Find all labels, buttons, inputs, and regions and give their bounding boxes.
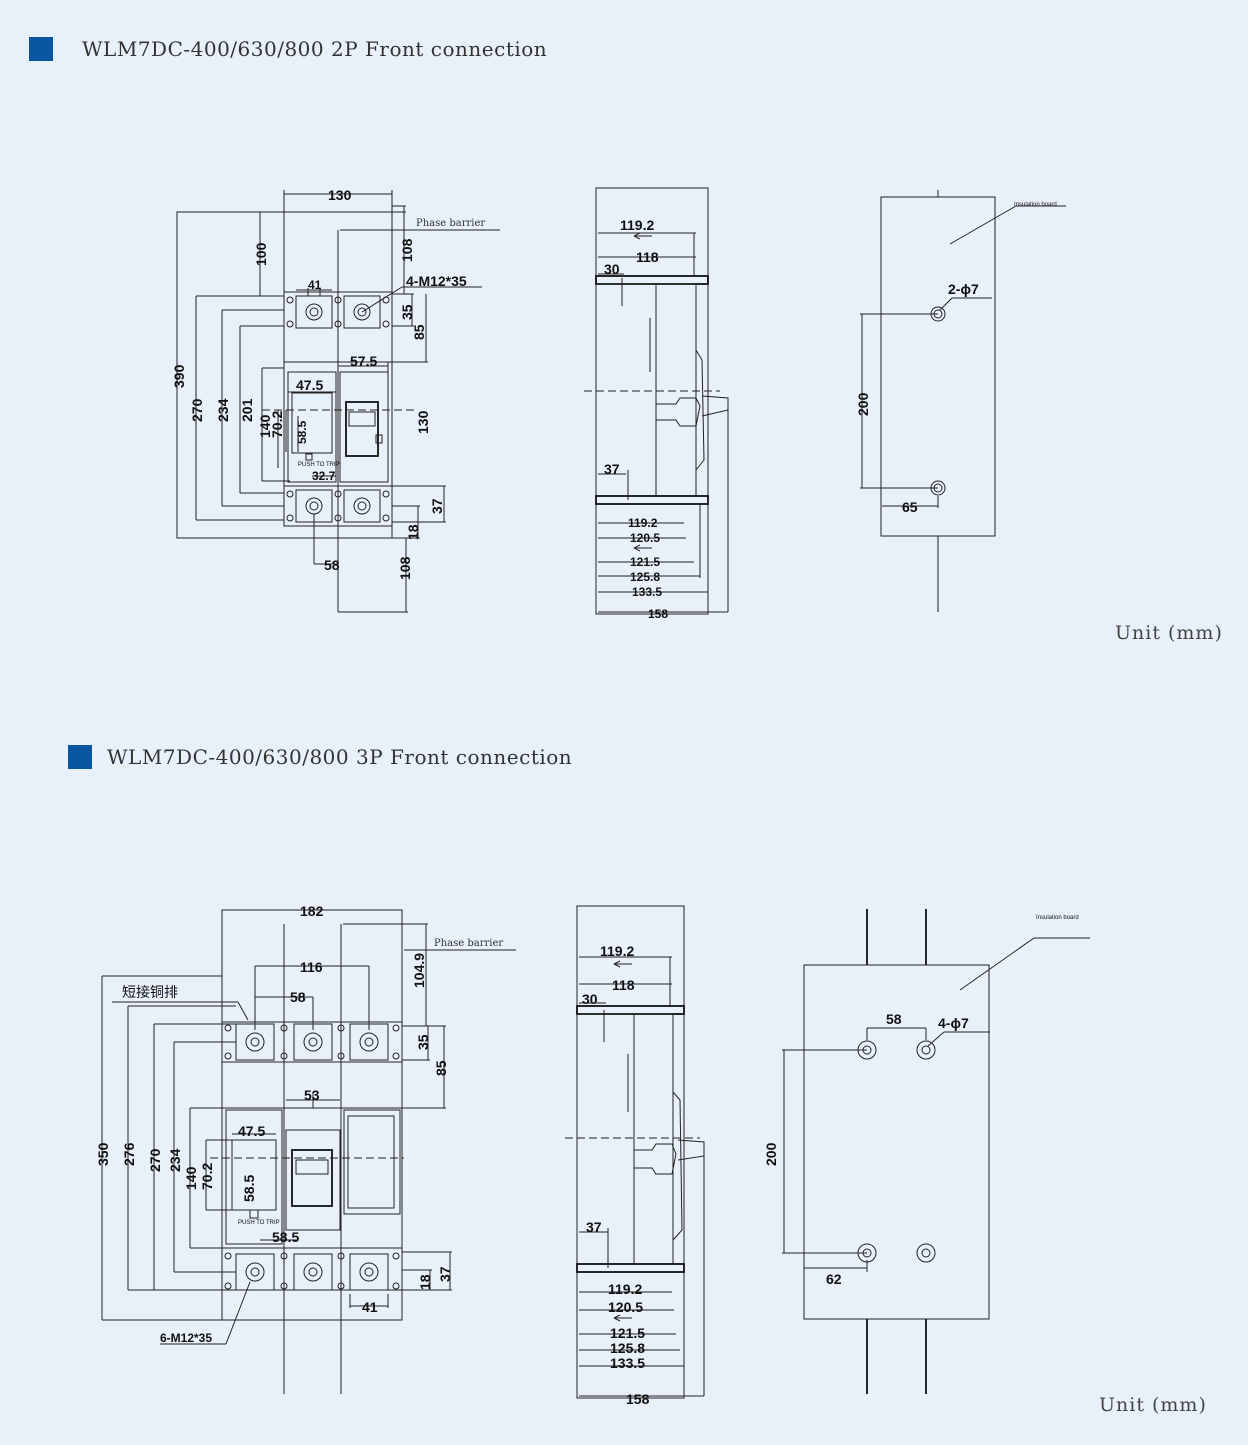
dim-2p-side-158: 158 xyxy=(648,607,668,621)
dim-2p-85: 85 xyxy=(411,324,427,340)
section-2p-title: WLM7DC-400/630/800 2P Front connection xyxy=(29,37,547,61)
unit-label-3p: Unit (mm) xyxy=(1099,1394,1207,1416)
hole-label-3p: 4-ϕ7 xyxy=(938,1015,969,1031)
dim-3p-board-200: 200 xyxy=(763,1142,779,1166)
board-view-2p: Insulation board 2-ϕ7 200 65 xyxy=(855,190,1066,612)
dim-3p-35: 35 xyxy=(415,1034,431,1050)
dim-2p-270: 270 xyxy=(189,398,205,422)
dim-2p-side-120-5: 120.5 xyxy=(630,531,660,545)
dim-2p-41: 41 xyxy=(308,278,322,292)
dim-2p-35: 35 xyxy=(399,304,415,320)
insulation-board-label-3p: Insulation board xyxy=(1036,915,1079,921)
dim-3p-board-58: 58 xyxy=(886,1011,902,1027)
dim-2p-140: 140 xyxy=(257,414,273,438)
dim-3p-37: 37 xyxy=(437,1266,453,1282)
dim-3p-side-125-8: 125.8 xyxy=(610,1340,645,1356)
section-marker-icon xyxy=(29,37,53,61)
dim-2p-side-37: 37 xyxy=(604,461,620,477)
dim-2p-side-125-8: 125.8 xyxy=(630,570,660,584)
dim-2p-side-119-2-top: 119.2 xyxy=(620,217,654,233)
dim-3p-58-5-horiz: 58.5 xyxy=(272,1229,299,1245)
insulation-board-label-2p: Insulation board xyxy=(1014,202,1057,208)
dim-2p-57-5: 57.5 xyxy=(350,353,377,369)
dim-3p-276: 276 xyxy=(121,1142,137,1166)
terminal-screw-label-3p: 6-M12*35 xyxy=(160,1331,212,1345)
dim-2p-58: 58 xyxy=(324,557,340,573)
dim-3p-18: 18 xyxy=(417,1274,433,1290)
dim-2p-side-121-5: 121.5 xyxy=(630,555,660,569)
dim-2p-201: 201 xyxy=(239,398,255,422)
dim-2p-108-top: 108 xyxy=(399,238,415,262)
dim-3p-182: 182 xyxy=(300,903,324,919)
dim-2p-130-side: 130 xyxy=(415,410,431,434)
busbar-label-3p: 短接铜排 xyxy=(122,984,178,1001)
dim-3p-350: 350 xyxy=(95,1142,111,1166)
dim-2p-side-118: 118 xyxy=(636,249,659,265)
dim-2p-side-133-5: 133.5 xyxy=(632,585,662,599)
dim-2p-side-30: 30 xyxy=(604,261,620,277)
dim-3p-side-118: 118 xyxy=(612,977,635,993)
dim-3p-side-120-5: 120.5 xyxy=(608,1299,643,1315)
dim-3p-58: 58 xyxy=(290,989,306,1005)
dim-3p-53: 53 xyxy=(304,1087,320,1103)
unit-label-2p: Unit (mm) xyxy=(1115,622,1223,644)
dim-3p-116: 116 xyxy=(300,959,323,975)
push-to-trip-3p: PUSH TO TRIP xyxy=(238,1220,280,1226)
dim-3p-47-5: 47.5 xyxy=(238,1123,265,1139)
section-2p-title-text: WLM7DC-400/630/800 2P Front connection xyxy=(82,37,548,61)
dim-3p-side-133-5: 133.5 xyxy=(610,1355,645,1371)
front-view-3p: 182 Phase barrier 116 58 短接铜排 104.9 35 8… xyxy=(95,903,516,1394)
side-view-2p: 119.2 118 30 37 119.2 120.5 121.5 125.8 … xyxy=(584,187,729,621)
phase-barrier-label-3p: Phase barrier xyxy=(434,938,503,949)
phase-barrier-label-2p: Phase barrier xyxy=(416,218,485,229)
dim-3p-side-119-2-top: 119.2 xyxy=(600,943,634,959)
dim-3p-41: 41 xyxy=(362,1299,378,1315)
dim-3p-85: 85 xyxy=(433,1060,449,1076)
dim-2p-58-5: 58.5 xyxy=(295,420,309,444)
dim-3p-board-62: 62 xyxy=(826,1271,842,1287)
hole-label-2p: 2-ϕ7 xyxy=(948,281,979,297)
dim-3p-140: 140 xyxy=(183,1166,199,1190)
section-3p-title: WLM7DC-400/630/800 3P Front connection xyxy=(68,745,572,769)
dim-2p-130-top: 130 xyxy=(328,187,352,203)
dim-2p-37: 37 xyxy=(429,498,445,514)
dim-2p-47-5: 47.5 xyxy=(296,377,323,393)
dim-2p-108-bottom: 108 xyxy=(397,556,413,580)
dim-2p-100: 100 xyxy=(253,242,269,266)
dim-2p-board-200: 200 xyxy=(855,392,871,416)
dim-3p-270: 270 xyxy=(147,1148,163,1172)
dim-3p-104-9: 104.9 xyxy=(411,953,427,988)
dim-3p-side-37: 37 xyxy=(586,1219,602,1235)
dim-2p-390: 390 xyxy=(171,364,187,388)
dim-3p-side-30: 30 xyxy=(582,991,598,1007)
dim-2p-70-2: 70.2 xyxy=(269,411,285,438)
dim-2p-32-7: 32.7 xyxy=(312,469,336,483)
section-3p-title-text: WLM7DC-400/630/800 3P Front connection xyxy=(107,745,573,769)
dim-3p-side-158: 158 xyxy=(626,1391,650,1407)
terminal-screw-label-2p: 4-M12*35 xyxy=(406,273,467,289)
section-marker-icon xyxy=(68,745,92,769)
dim-2p-board-65: 65 xyxy=(902,499,918,515)
dim-3p-234: 234 xyxy=(167,1148,183,1172)
dim-2p-18: 18 xyxy=(405,524,421,540)
dim-3p-70-2: 70.2 xyxy=(199,1163,215,1190)
side-view-3p: 119.2 118 30 37 119.2 120.5 121.5 125.8 … xyxy=(565,905,705,1407)
dim-2p-side-119-2: 119.2 xyxy=(628,516,658,530)
push-to-trip-2p: PUSH TO TRIP xyxy=(298,462,340,468)
front-view-2p: 130 Phase barrier 4-M12*35 41 57.5 47.5 … xyxy=(171,187,500,613)
dim-3p-side-121-5: 121.5 xyxy=(610,1325,645,1341)
dim-3p-side-119-2: 119.2 xyxy=(608,1281,642,1297)
board-view-3p: Insulation board 4-ϕ7 58 200 62 xyxy=(763,909,1090,1394)
dim-3p-58-5-vert: 58.5 xyxy=(241,1175,257,1202)
dim-2p-234: 234 xyxy=(215,398,231,422)
